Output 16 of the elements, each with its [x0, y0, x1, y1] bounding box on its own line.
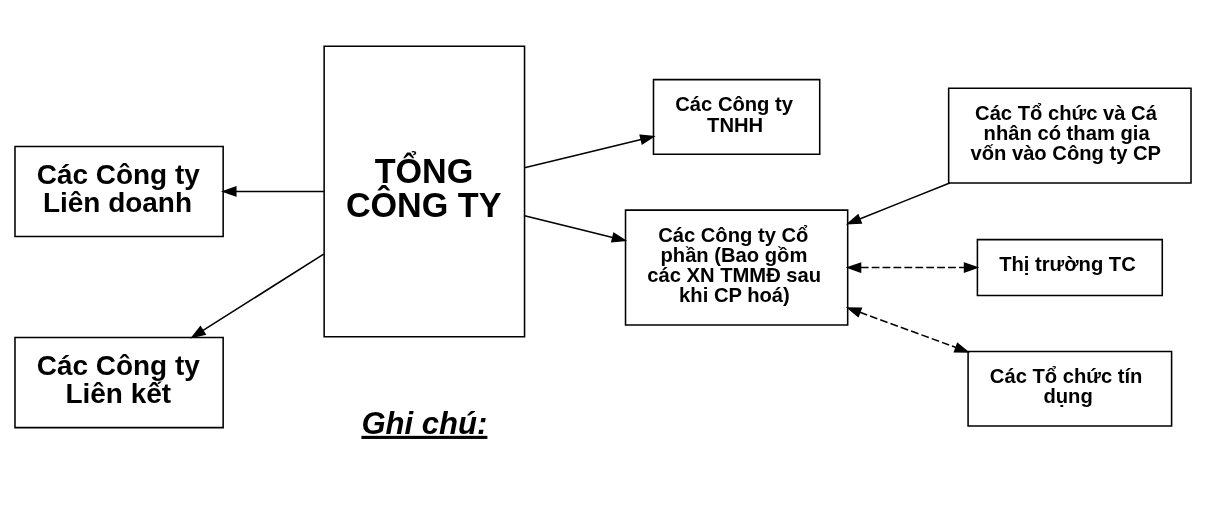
arrow: [845, 182, 951, 225]
node-box: Thị trường TC: [976, 238, 1164, 297]
node-box: Các Tổ chức và Cá nhân có tham gia vốn vào Công ty CP: [947, 87, 1192, 184]
node-box: Các Công ty Liên doanh: [14, 145, 224, 238]
arrow: [845, 262, 980, 274]
arrow: [523, 134, 656, 169]
node-box: TỔNG CÔNG TY: [323, 45, 526, 338]
arrow: [523, 215, 628, 243]
node-box: Các Công ty TNHH: [652, 78, 821, 155]
arrow: [221, 186, 325, 197]
node-box: Các Công ty Cổ phần (Bao gồm các XN TMMĐ sau khi CP hoá): [624, 209, 849, 326]
arrow: [190, 253, 325, 339]
node-box: Các Tổ chức tín dụng: [967, 350, 1173, 427]
node-box: Các Công ty Liên kết: [14, 336, 224, 429]
arrow: [845, 307, 970, 353]
label: Ghi chú:: [361, 405, 488, 441]
